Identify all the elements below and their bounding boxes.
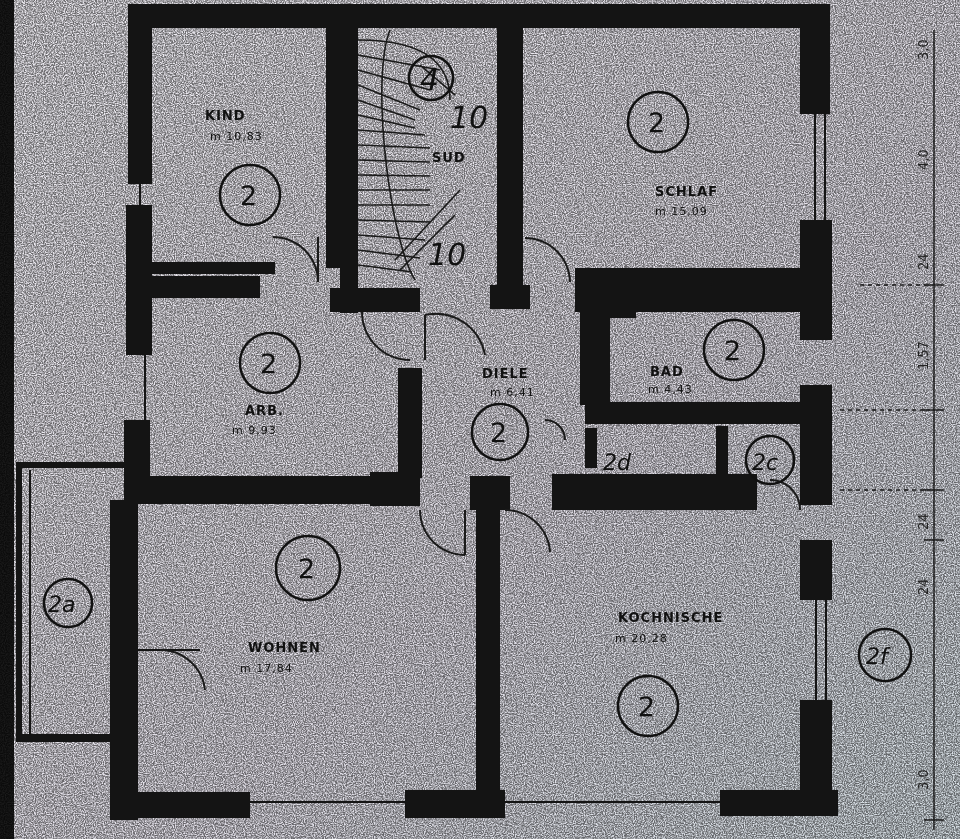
zone-number-schlaf: 2 bbox=[648, 108, 665, 139]
walls bbox=[16, 4, 838, 820]
room-area-schlaf: m 15,09 bbox=[655, 205, 708, 218]
dimension-3: 24 bbox=[917, 513, 932, 530]
dimension-5: 24 bbox=[917, 578, 932, 595]
dimension-1: 24 bbox=[917, 253, 932, 270]
room-label-arb: ARB. bbox=[245, 404, 284, 419]
room-label-kochnische: KOCHNISCHE bbox=[618, 611, 723, 626]
room-area-wohnen: m 17,84 bbox=[240, 662, 293, 675]
zone-circles bbox=[42, 54, 913, 738]
room-area-diele: m 6,41 bbox=[490, 386, 535, 399]
stair-lower-count: 10 bbox=[428, 238, 466, 273]
room-label-wohnen: WOHNEN bbox=[248, 641, 321, 656]
dimension-6: 4,0 bbox=[917, 149, 932, 170]
dimension-4: 3,0 bbox=[917, 39, 932, 60]
room-label-diele: DIELE bbox=[482, 367, 529, 382]
zone-label-wc-left: 2d bbox=[603, 451, 632, 476]
zone-label-balcony: 2a bbox=[48, 593, 75, 618]
stair-upper-count: 10 bbox=[450, 101, 488, 136]
room-label-bad: BAD bbox=[650, 365, 684, 380]
zone-number-diele: 2 bbox=[490, 418, 507, 449]
room-label-kind: KIND bbox=[205, 109, 246, 124]
room-area-arb: m 9,93 bbox=[232, 424, 277, 437]
zone-number-arb: 2 bbox=[260, 349, 277, 380]
room-area-kind: m 10,83 bbox=[210, 130, 263, 143]
zone-number-kind: 2 bbox=[240, 181, 257, 212]
zone-label-outside: 2f bbox=[866, 645, 891, 670]
dimension-line bbox=[840, 30, 944, 830]
dimension-7: 3,0 bbox=[917, 769, 932, 790]
zone-number-wohnen: 2 bbox=[298, 554, 315, 585]
dimension-2: 1,57 bbox=[917, 341, 932, 370]
window-lines bbox=[29, 114, 827, 803]
room-area-kochnische: m 20,28 bbox=[615, 632, 668, 645]
zone-number-kochnische: 2 bbox=[638, 692, 655, 723]
zone-number-bad: 2 bbox=[724, 336, 741, 367]
stair-top-number: 4 bbox=[420, 63, 439, 98]
door-swings bbox=[159, 236, 801, 691]
zone-label-wc-right: 2c bbox=[752, 451, 778, 476]
room-area-bad: m 4,43 bbox=[648, 383, 693, 396]
stair-label: SUD bbox=[432, 151, 466, 166]
room-label-schlaf: SCHLAF bbox=[655, 185, 718, 200]
